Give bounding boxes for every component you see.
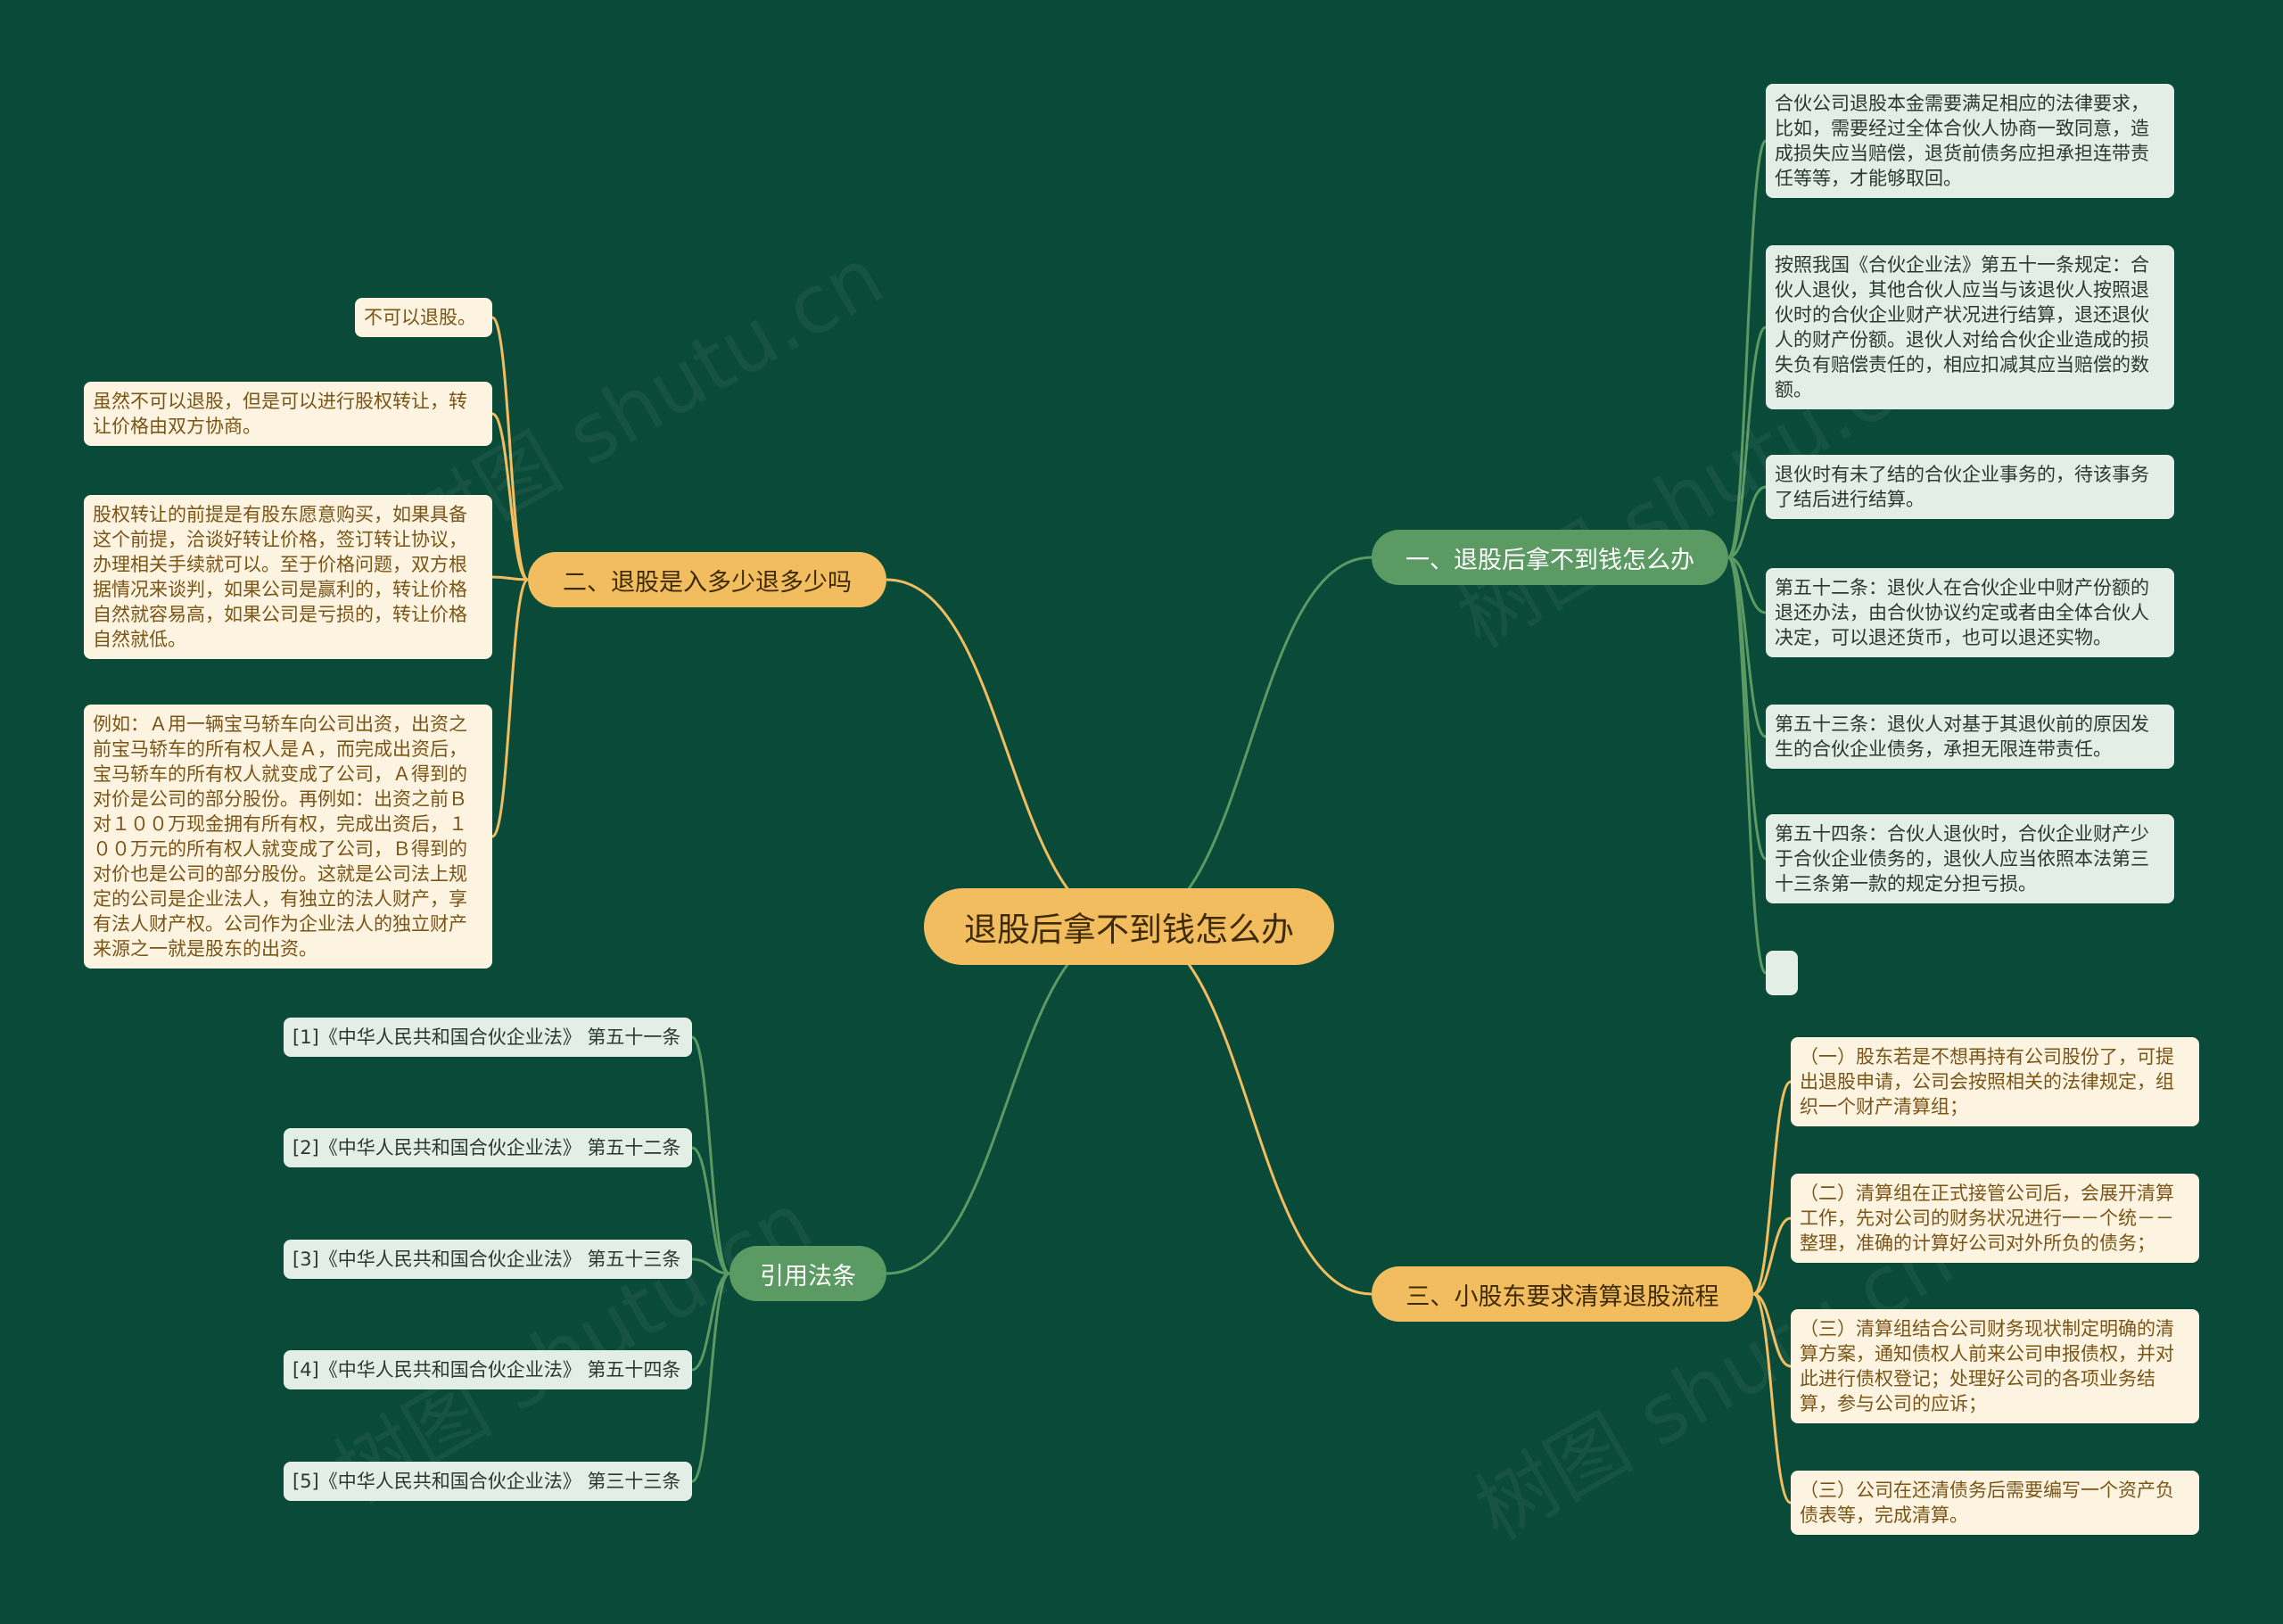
connector-leaf-node-1-6	[1727, 556, 1768, 861]
leaf-node-1-1[interactable]: 合伙公司退股本金需要满足相应的法律要求，比如，需要经过全体合伙人协商一致同意，造…	[1766, 84, 2174, 198]
connector-root-branch-node-4	[886, 925, 1130, 1275]
leaf-node-3-1[interactable]: （一）股东若是不想再持有公司股份了，可提出退股申请，公司会按照相关的法律规定，组…	[1791, 1037, 2199, 1126]
leaf-node-4-4[interactable]: [4]《中华人民共和国合伙企业法》 第五十四条	[284, 1350, 692, 1389]
leaf-node-3-2[interactable]: （二）清算组在正式接管公司后，会展开清算工作，先对公司的财务状况进行一－个统－－…	[1791, 1174, 2199, 1263]
branch-node-3[interactable]: 三、小股东要求清算退股流程	[1372, 1266, 1753, 1322]
connector-leaf-node-2-2	[491, 412, 529, 581]
branch-node-4[interactable]: 引用法条	[729, 1246, 886, 1301]
leaf-node-2-2[interactable]: 虽然不可以退股，但是可以进行股权转让，转让价格由双方协商。	[84, 382, 492, 446]
connector-leaf-node-4-4	[691, 1272, 730, 1372]
leaf-node-4-1[interactable]: [1]《中华人民共和国合伙企业法》 第五十一条	[284, 1018, 692, 1057]
leaf-node-2-1[interactable]: 不可以退股。	[355, 298, 492, 337]
root-node[interactable]: 退股后拿不到钱怎么办	[924, 888, 1334, 965]
leaf-node-2-4[interactable]: 例如：Ａ用一辆宝马轿车向公司出资，出资之前宝马轿车的所有权人是Ａ，而完成出资后，…	[84, 705, 492, 969]
connector-leaf-node-3-2	[1752, 1216, 1792, 1296]
connector-leaf-node-2-1	[490, 316, 530, 581]
connector-leaf-node-2-3	[491, 575, 529, 581]
connector-leaf-node-4-5	[691, 1272, 730, 1483]
leaf-node-4-3[interactable]: [3]《中华人民共和国合伙企业法》 第五十三条	[284, 1240, 692, 1279]
leaf-node-1-7[interactable]	[1766, 951, 1798, 995]
leaf-node-2-3[interactable]: 股权转让的前提是有股东愿意购买，如果具备这个前提，洽谈好转让价格，签订转让协议，…	[84, 495, 492, 659]
connector-leaf-node-4-3	[691, 1257, 730, 1275]
leaf-node-1-3[interactable]: 退伙时有未了结的合伙企业事务的，待该事务了结后进行结算。	[1766, 455, 2174, 519]
connector-leaf-node-3-3	[1752, 1292, 1792, 1368]
connector-leaf-node-3-1	[1752, 1080, 1792, 1296]
leaf-node-1-6[interactable]: 第五十四条：合伙人退伙时，合伙企业财产少于合伙企业债务的，退伙人应当依照本法第三…	[1766, 814, 2174, 903]
connector-leaf-node-1-1	[1727, 139, 1768, 559]
connector-leaf-node-1-4	[1727, 556, 1767, 614]
connector-leaf-node-1-2	[1727, 326, 1767, 559]
branch-node-1[interactable]: 一、退股后拿不到钱怎么办	[1372, 530, 1728, 585]
leaf-node-1-5[interactable]: 第五十三条：退伙人对基于其退伙前的原因发生的合伙企业债务，承担无限连带责任。	[1766, 705, 2174, 769]
leaf-node-4-2[interactable]: [2]《中华人民共和国合伙企业法》 第五十二条	[284, 1128, 692, 1167]
connector-root-branch-node-3	[1128, 925, 1372, 1296]
connector-leaf-node-4-1	[691, 1035, 730, 1275]
connector-leaf-node-3-4	[1752, 1292, 1792, 1504]
leaf-node-1-2[interactable]: 按照我国《合伙企业法》第五十一条规定：合伙人退伙，其他合伙人应当与该退伙人按照退…	[1766, 245, 2174, 409]
branch-node-2[interactable]: 二、退股是入多少退多少吗	[528, 552, 886, 607]
connector-leaf-node-1-3	[1727, 485, 1767, 559]
leaf-node-3-4[interactable]: （三）公司在还清债务后需要编写一个资产负债表等，完成清算。	[1791, 1471, 2199, 1535]
connector-leaf-node-1-7	[1727, 556, 1768, 975]
connector-leaf-node-4-2	[691, 1146, 730, 1275]
leaf-node-3-3[interactable]: （三）清算组结合公司财务现状制定明确的清算方案，通知债权人前来公司申报债权，并对…	[1791, 1309, 2199, 1423]
connector-root-branch-node-1	[1128, 556, 1372, 928]
connector-leaf-node-2-4	[490, 578, 530, 838]
connector-root-branch-node-2	[886, 578, 1130, 928]
leaf-node-1-4[interactable]: 第五十二条：退伙人在合伙企业中财产份额的退还办法，由合伙协议约定或者由全体合伙人…	[1766, 568, 2174, 657]
leaf-node-4-5[interactable]: [5]《中华人民共和国合伙企业法》 第三十三条	[284, 1462, 692, 1501]
